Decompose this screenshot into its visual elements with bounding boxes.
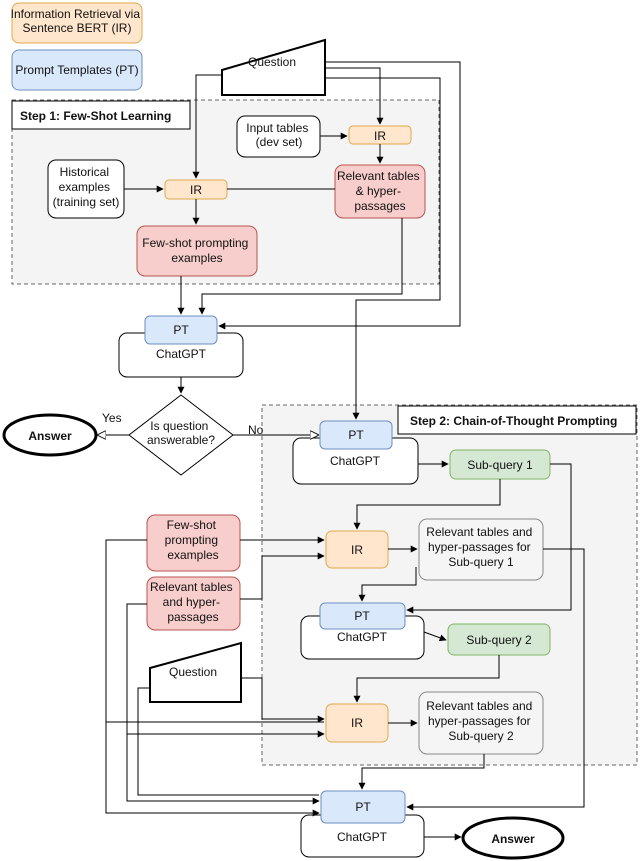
question-top-label: Question	[248, 55, 296, 69]
yes-label: Yes	[102, 411, 122, 425]
input-tables-label: Input tables (dev set)	[246, 121, 311, 149]
question-top-shape	[221, 38, 326, 96]
pt2-box	[319, 602, 406, 630]
chatgpt3-label: ChatGPT	[337, 830, 388, 844]
edge-relsq2-pt3	[358, 754, 485, 790]
edge-fewshot2-pt3	[105, 539, 320, 817]
subquery2-label: Sub-query 2	[466, 633, 532, 647]
fewshot-step1-label: Few-shot prompting examples	[142, 236, 251, 265]
relevant-sq2-box	[418, 691, 544, 755]
fewshot-step2-box	[146, 514, 241, 572]
edge-chatgpt2-sq2	[423, 631, 447, 642]
decision-diamond	[128, 394, 234, 476]
answer-left-ellipse	[2, 413, 98, 457]
pt-main-box	[144, 315, 218, 345]
relevant-step1-box	[334, 164, 426, 219]
legend-ir-label: Information Retrieval via Sentence BERT …	[11, 7, 144, 35]
pt-main-label: PT	[173, 323, 189, 337]
fewshot-step2-label: Few-shot prompting examples	[165, 518, 222, 562]
historical-label: Historical examples (training set)	[53, 165, 120, 209]
step1-title: Step 1: Few-Shot Learning	[20, 109, 171, 123]
subquery1-label: Sub-query 1	[467, 458, 533, 472]
edge-question2-ir2	[241, 677, 325, 723]
edge-relsq1-pt2	[358, 567, 417, 602]
chatgpt2-label: ChatGPT	[337, 630, 388, 644]
pt3-label: PT	[355, 800, 371, 814]
step2-title: Step 2: Chain-of-Thought Prompting	[410, 414, 617, 428]
relevant-sq2-label: Relevant tables and hyper-passages for S…	[426, 699, 535, 743]
edge-question2-pt3	[137, 687, 319, 796]
edge-question-ir-top	[325, 67, 384, 125]
step2-title-box	[397, 405, 637, 435]
edge-relsq1-pt3	[406, 548, 585, 811]
edge-sq1-pt2	[406, 463, 572, 614]
relevant-step2-label: Relevant tables and hyper- passages	[150, 580, 236, 624]
pt1-box	[319, 420, 393, 450]
pt2-label: PT	[354, 609, 370, 623]
answer-bottom-label: Answer	[491, 832, 535, 846]
answer-bottom-ellipse	[461, 816, 565, 860]
edge-question-ir-mid	[192, 74, 222, 179]
edge-relevant-ptmain	[198, 218, 403, 315]
ir-top-label: IR	[374, 129, 386, 143]
connectors	[98, 61, 585, 841]
no-label: No	[248, 423, 264, 437]
chatgpt1-label: ChatGPT	[330, 454, 381, 468]
legend-pt-label: Prompt Templates (PT)	[15, 63, 138, 77]
pt1-label: PT	[348, 428, 364, 442]
edge-sq2-ir2	[353, 655, 500, 703]
legend-ir-box	[11, 2, 143, 44]
edge-question-pt-main	[218, 61, 461, 330]
step1-title-box	[11, 100, 191, 130]
relevant-step1-label: Relevant tables & hyper- passages	[337, 169, 423, 213]
edge-question-pt1	[325, 77, 441, 420]
edge-relevant2-ir1	[240, 552, 325, 600]
fewshot-step1-box	[136, 225, 258, 277]
edge-sq1-ir1	[353, 479, 501, 530]
ir-mid-label: IR	[190, 183, 202, 197]
legend-pt-box	[11, 49, 143, 91]
decision-label: Is question answerable?	[147, 419, 215, 447]
question-step2-label: Question	[169, 665, 217, 679]
pt3-box	[320, 790, 406, 824]
relevant-sq1-label: Relevant tables and hyper-passages for S…	[426, 525, 535, 569]
answer-left-label: Answer	[28, 429, 72, 443]
ir2-label: IR	[351, 716, 363, 730]
ir1-label: IR	[351, 543, 363, 557]
question-step2-shape	[149, 641, 242, 703]
edge-relevant2-pt3	[126, 603, 320, 805]
chatgpt-main-label: ChatGPT	[156, 347, 207, 361]
